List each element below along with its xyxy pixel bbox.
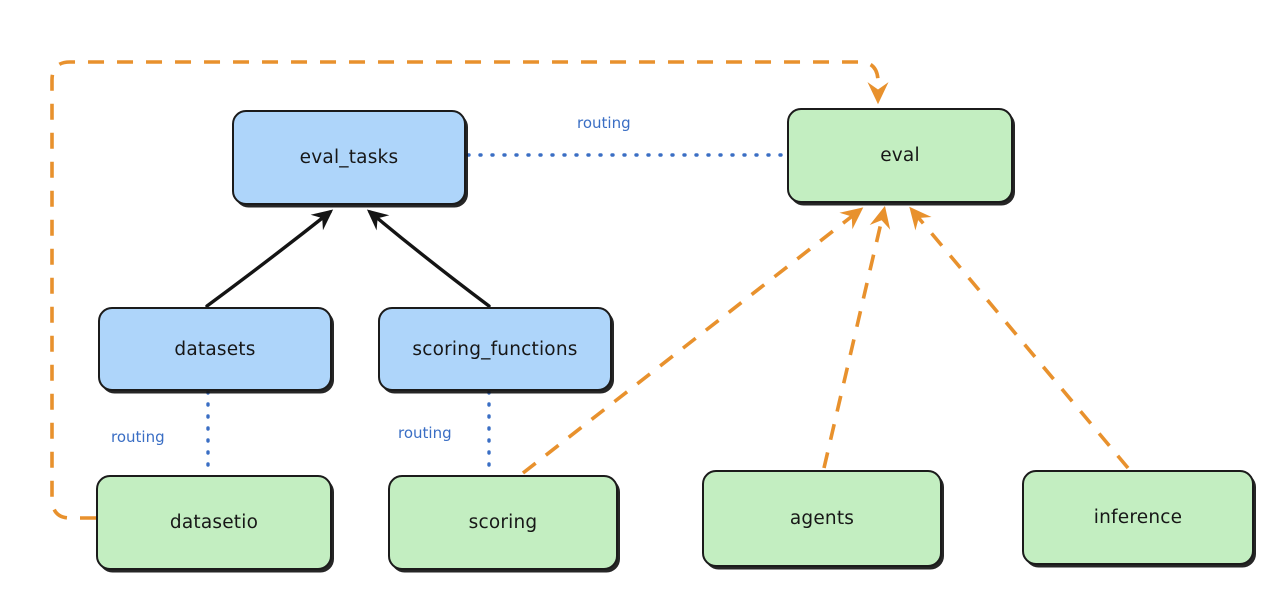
edge-scoring-eval	[521, 207, 864, 475]
node-label: scoring_functions	[412, 338, 578, 360]
edge-label-routing-eval-tasks-eval: routing	[577, 114, 631, 132]
edge-datasets-eval-tasks	[205, 209, 334, 308]
node-datasetio[interactable]: datasetio	[96, 475, 332, 570]
node-label: datasetio	[169, 512, 259, 533]
node-scoring[interactable]: scoring	[388, 475, 618, 570]
node-label: eval_tasks	[299, 147, 399, 168]
edge-scoring-functions-eval-tasks	[366, 209, 491, 308]
edge-inference-eval	[909, 206, 1130, 470]
node-label: scoring	[468, 512, 538, 533]
edge-label-routing-datasets-datasetio: routing	[111, 428, 165, 446]
node-label: datasets	[174, 338, 256, 360]
node-scoring-functions[interactable]: scoring_functions	[378, 307, 612, 391]
node-label: inference	[1093, 507, 1183, 528]
node-eval[interactable]: eval	[787, 108, 1013, 203]
node-datasets[interactable]: datasets	[98, 307, 332, 391]
edge-agents-eval	[822, 205, 891, 469]
edge-datasetio-eval	[50, 60, 889, 520]
node-inference[interactable]: inference	[1022, 470, 1254, 565]
edge-label-routing-scoring-functions-scoring: routing	[398, 424, 452, 442]
node-eval-tasks[interactable]: eval_tasks	[232, 110, 466, 205]
node-label: agents	[789, 508, 855, 529]
node-label: eval	[880, 145, 920, 166]
node-agents[interactable]: agents	[702, 470, 942, 567]
